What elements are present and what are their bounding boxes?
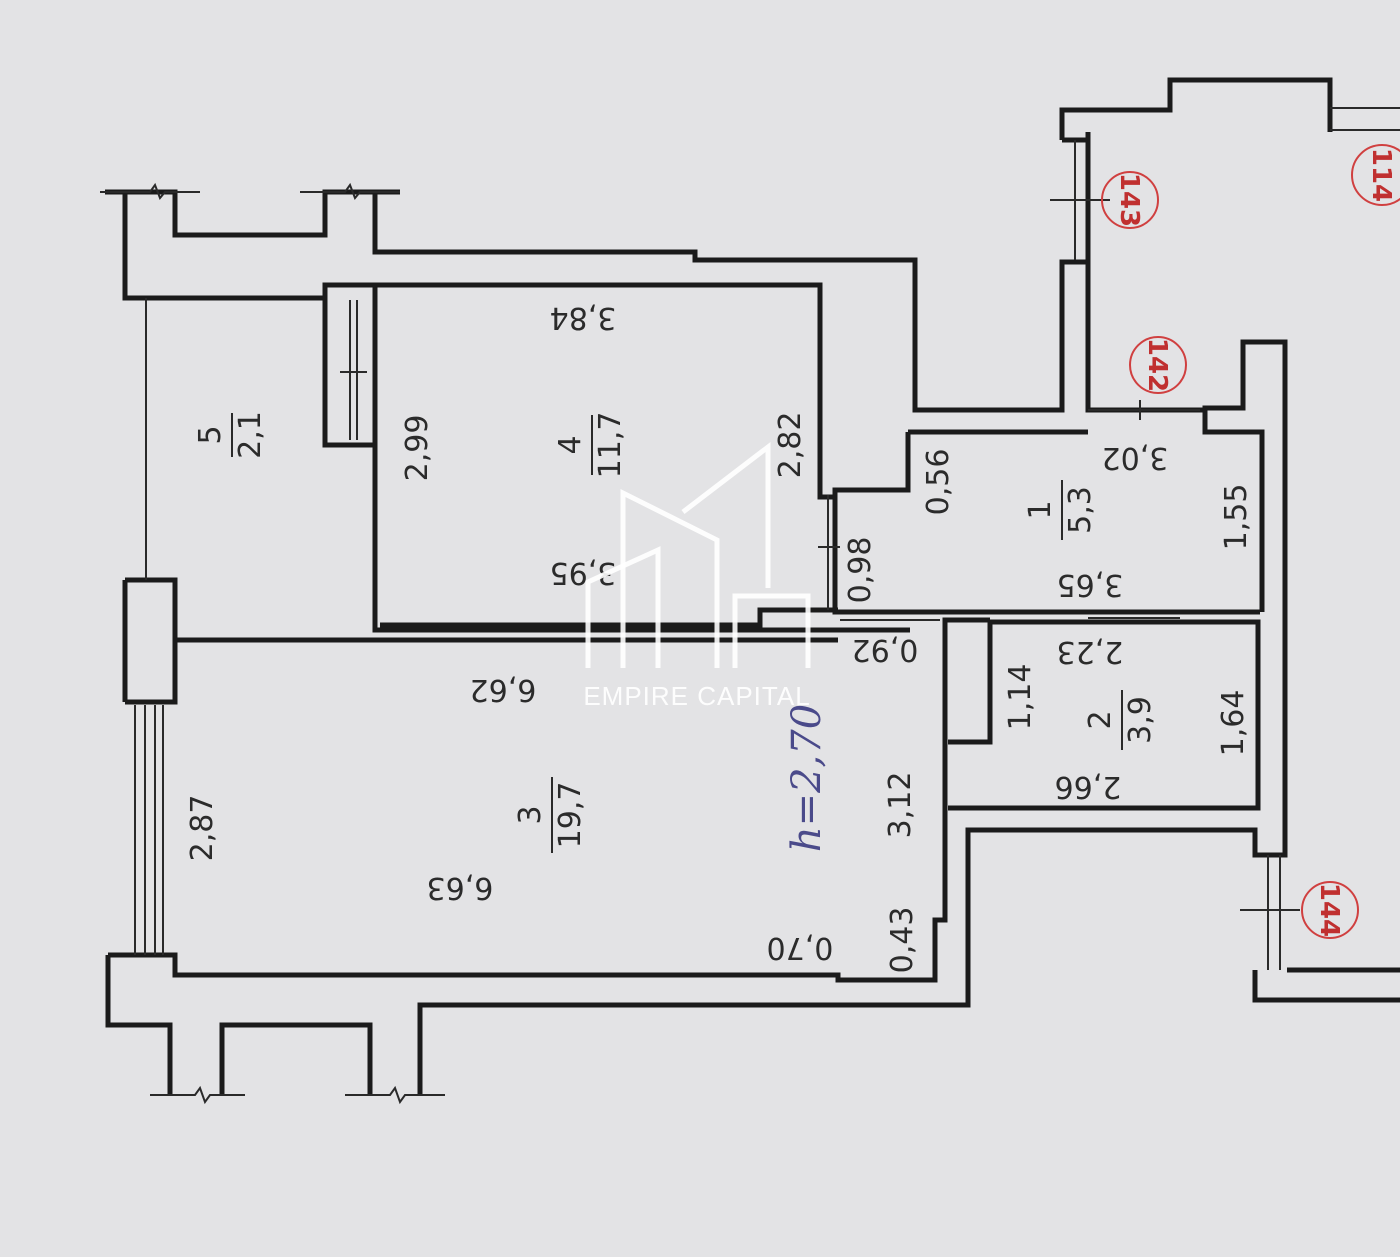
dim-3-02: 3,02 — [1102, 440, 1169, 475]
room-4-number: 4 — [553, 435, 588, 454]
dim-0-98: 0,98 — [843, 537, 878, 604]
dim-2-23: 2,23 — [1057, 634, 1124, 669]
dim-2-66: 2,66 — [1055, 769, 1122, 804]
axis-mark-label: 142 — [1142, 338, 1172, 392]
dim-0-70: 0,70 — [767, 930, 834, 965]
room-1-number: 1 — [1023, 500, 1058, 519]
room-5-area: 2,1 — [233, 411, 268, 459]
axis-marks: 143 142 144 114 — [1050, 144, 1400, 939]
dim-6-63: 6,63 — [427, 870, 494, 905]
dim-0-56: 0,56 — [921, 449, 956, 516]
axis-mark-circle — [1351, 144, 1400, 206]
room-5-number: 5 — [193, 425, 228, 444]
watermark-text: EMPIRE CAPITAL — [583, 681, 810, 711]
dim-0-43: 0,43 — [885, 907, 920, 974]
walls — [105, 77, 1400, 1095]
axis-mark-circle — [1101, 171, 1159, 229]
room-3-area: 19,7 — [553, 782, 588, 849]
dim-3-12: 3,12 — [883, 772, 918, 839]
dim-0-92: 0,92 — [852, 632, 919, 667]
dim-1-14: 1,14 — [1003, 664, 1038, 731]
room-labels: 5 2,1 4 11,7 3 19,7 1 5,3 2 3,9 — [193, 411, 1158, 853]
axis-mark-label: 114 — [1366, 148, 1396, 202]
dim-2-87: 2,87 — [185, 795, 220, 862]
dim-6-62: 6,62 — [470, 672, 537, 707]
dim-2-99: 2,99 — [400, 415, 435, 482]
dim-3-84: 3,84 — [550, 300, 617, 335]
room-2-area: 3,9 — [1123, 696, 1158, 744]
room-2-number: 2 — [1083, 710, 1118, 729]
ceiling-height-note: h=2,70 — [784, 704, 830, 852]
room-4-area: 11,7 — [593, 412, 628, 479]
dimensions: 3,84 3,95 6,62 6,63 0,70 0,92 3,02 3,65 … — [185, 300, 1254, 973]
axis-mark-circle — [1301, 881, 1359, 939]
dim-3-65: 3,65 — [1057, 567, 1124, 602]
room-3-number: 3 — [513, 805, 548, 824]
dim-1-55: 1,55 — [1219, 484, 1254, 551]
dim-1-64: 1,64 — [1216, 690, 1251, 757]
watermark-logo: EMPIRE CAPITAL — [583, 441, 811, 711]
dim-2-82: 2,82 — [773, 412, 808, 479]
axis-mark-label: 143 — [1114, 173, 1144, 227]
axis-mark-label: 144 — [1314, 883, 1344, 937]
axis-mark-circle — [1129, 336, 1187, 394]
room-1-area: 5,3 — [1063, 486, 1098, 534]
thin-lines — [100, 107, 1400, 1105]
